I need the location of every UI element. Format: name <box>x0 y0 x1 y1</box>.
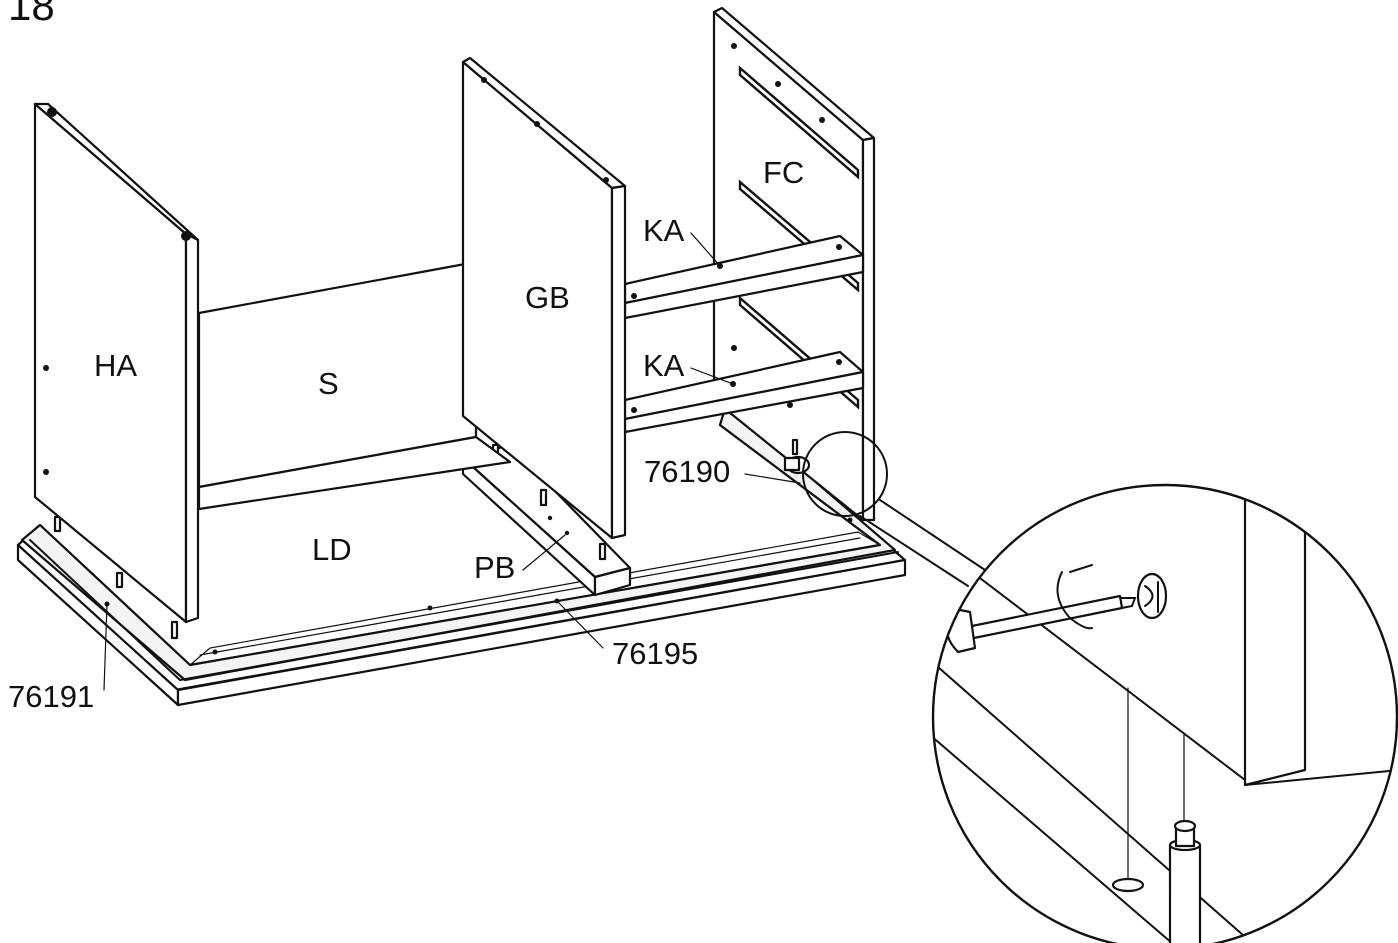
base-frame-ld <box>16 403 907 707</box>
detail-connector-2 <box>859 515 969 587</box>
detail-view <box>933 485 1397 943</box>
rail-ka-top <box>623 234 865 320</box>
detail-connector-1 <box>879 499 986 571</box>
support-rail-pb <box>461 443 632 597</box>
side-panel-ha <box>33 102 200 624</box>
label-ka-top: KA <box>643 213 685 248</box>
detail-callout-small <box>802 431 888 517</box>
label-pb: PB <box>474 550 515 585</box>
label-76191: 76191 <box>8 679 94 714</box>
label-ld: LD <box>312 532 352 567</box>
label-gb: GB <box>525 280 570 315</box>
middle-panel-gb <box>461 56 627 540</box>
detail-callout-large <box>931 483 1398 943</box>
label-76195: 76195 <box>612 636 698 671</box>
label-76190: 76190 <box>644 454 730 489</box>
leader-lines <box>103 232 801 691</box>
label-s: S <box>318 366 339 401</box>
label-ka-bottom: KA <box>643 348 685 383</box>
label-fc: FC <box>763 155 804 190</box>
stretcher-panel-s <box>197 260 512 511</box>
label-ha: HA <box>94 348 137 383</box>
cam-bolt-small <box>783 438 811 475</box>
step-number: 18 <box>8 0 55 29</box>
rail-ka-bottom <box>623 350 865 434</box>
